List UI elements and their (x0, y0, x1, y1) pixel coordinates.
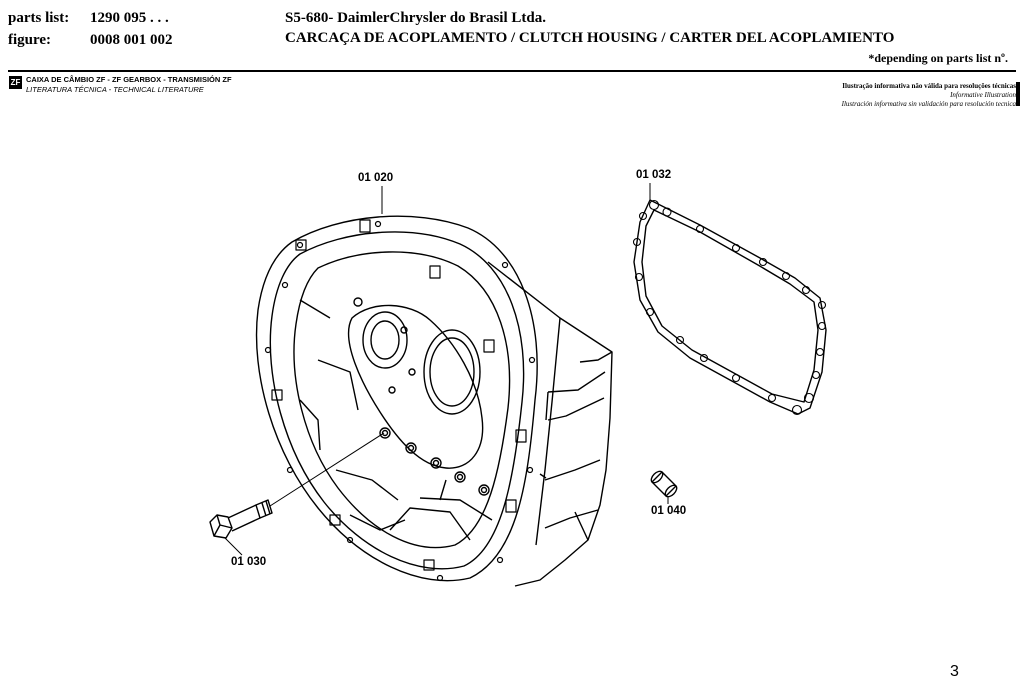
header-rule (8, 70, 1016, 72)
figure-value: 0008 001 002 (90, 32, 173, 48)
page-title: CARCAÇA DE ACOPLAMENTO / CLUTCH HOUSING … (285, 30, 895, 46)
bolt-leader-line (224, 537, 243, 556)
banner-line-2: LITERATURA TÉCNICA - TECHNICAL LITERATUR… (26, 85, 204, 94)
zf-logo-icon: ZF (9, 76, 22, 89)
callout-gasket: 01 032 (636, 169, 672, 181)
figure-label: figure: (8, 32, 52, 48)
parts-list-label: parts list: (8, 10, 70, 26)
pin-drawing (650, 470, 678, 498)
clutch-housing-drawing (255, 215, 613, 587)
page-number: 3 (950, 663, 959, 680)
bolt-assembly-line (269, 432, 385, 507)
illustration-note-pt: Ilustração informativa não válida para r… (842, 82, 1016, 90)
callout-housing: 01 020 (358, 172, 394, 184)
parts-list-value: 1290 095 . . . (90, 10, 169, 26)
margin-bar (1016, 82, 1020, 106)
illustration-note-es: Ilustración informativa sin validación p… (841, 100, 1016, 108)
model-line: S5-680- DaimlerChrysler do Brasil Ltda. (285, 10, 546, 26)
banner-line-1: CAIXA DE CÂMBIO ZF - ZF GEARBOX - TRANSM… (26, 75, 232, 84)
gasket-drawing (632, 199, 827, 416)
bolt-drawing (209, 499, 273, 539)
callout-pin: 01 040 (651, 505, 687, 517)
illustration-note-en: Informative Illustration (950, 91, 1016, 99)
callout-bolt: 01 030 (231, 556, 267, 568)
depending-note: *depending on parts list nº. (868, 51, 1008, 65)
